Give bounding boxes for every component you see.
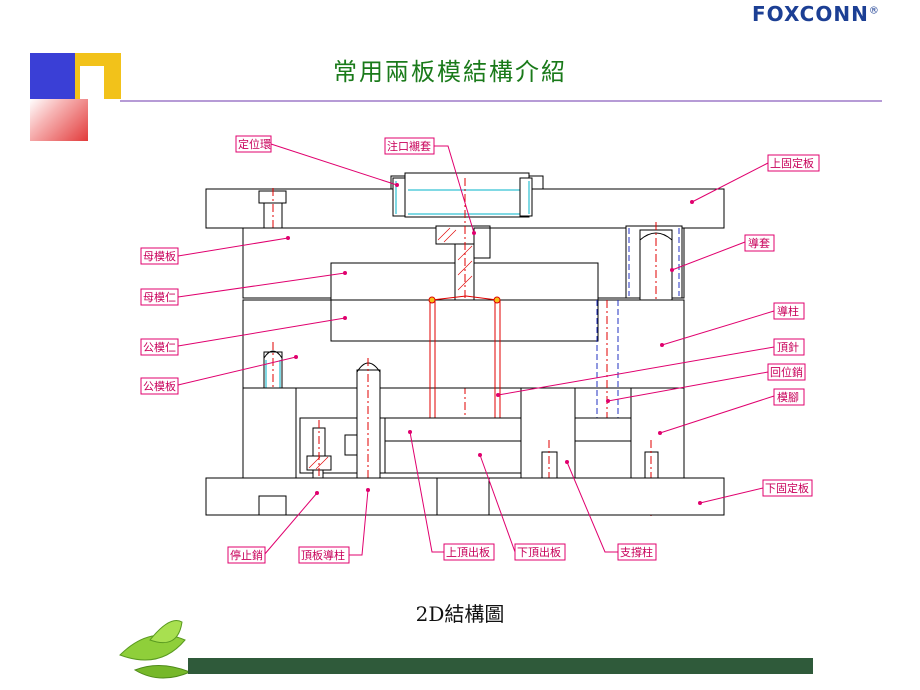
svg-text:上固定板: 上固定板 — [770, 156, 814, 170]
svg-text:下固定板: 下固定板 — [765, 481, 809, 495]
sprue-head-shape — [404, 172, 530, 218]
label-guide-pin: 導柱 — [773, 302, 805, 320]
svg-text:定位環: 定位環 — [238, 137, 271, 151]
svg-text:頂針: 頂針 — [777, 340, 799, 354]
label-ejector-guide-pin: 頂板導柱 — [298, 546, 350, 564]
label-guide-bushing: 導套 — [744, 234, 775, 252]
svg-text:上頂出板: 上頂出板 — [446, 545, 490, 559]
svg-text:母模板: 母模板 — [143, 249, 176, 263]
label-core-insert: 公模仁 — [140, 338, 179, 356]
label-ejector-pin: 頂針 — [773, 338, 805, 356]
spacer-left-shape — [242, 387, 297, 479]
page-title: 常用兩板模結構介紹 — [333, 58, 567, 86]
svg-text:停止銷: 停止銷 — [230, 548, 263, 562]
deco-blue-square — [30, 53, 75, 99]
label-ejector-plate: 下頂出板 — [514, 543, 566, 561]
label-return-pin: 回位銷 — [767, 363, 806, 381]
title-divider — [120, 100, 882, 102]
label-spacer-block: 模腳 — [773, 388, 805, 406]
svg-text:導柱: 導柱 — [777, 304, 799, 318]
svg-text:導套: 導套 — [748, 236, 770, 250]
label-cavity-plate: 母模板 — [140, 247, 179, 265]
svg-text:頂板導柱: 頂板導柱 — [301, 548, 345, 562]
ejector-retainer-plate-shape — [384, 417, 632, 442]
svg-text:回位銷: 回位銷 — [770, 365, 803, 379]
svg-text:注口襯套: 注口襯套 — [387, 139, 431, 153]
label-locating-ring: 定位環 — [235, 135, 272, 153]
ejector-plate-shape — [384, 440, 522, 474]
deco-white-square — [80, 66, 104, 100]
label-sprue-bushing: 注口襯套 — [384, 137, 435, 155]
diagram-caption: 2D結構圖 — [415, 602, 505, 626]
svg-text:公模板: 公模板 — [143, 379, 176, 393]
core-insert-shape — [330, 299, 599, 342]
svg-text:模腳: 模腳 — [777, 391, 799, 404]
label-top-clamp-plate: 上固定板 — [767, 154, 820, 172]
leaf-decoration-icon — [119, 620, 192, 679]
svg-text:下頂出板: 下頂出板 — [517, 545, 561, 559]
label-ejector-retainer-plate: 上頂出板 — [443, 543, 495, 561]
label-core-plate: 公模板 — [140, 377, 179, 395]
label-bottom-clamp-plate: 下固定板 — [762, 479, 813, 497]
label-stop-pin: 停止銷 — [227, 546, 266, 564]
svg-text:母模仁: 母模仁 — [143, 291, 176, 304]
label-support-pillar: 支撐柱 — [617, 543, 657, 561]
svg-text:公模仁: 公模仁 — [143, 341, 176, 354]
footer-texture-band — [188, 658, 813, 674]
deco-red-square — [30, 99, 88, 141]
svg-text:支撐柱: 支撐柱 — [620, 545, 653, 559]
label-cavity-insert: 母模仁 — [140, 288, 179, 306]
foxconn-logo: FOXCONN® — [752, 2, 880, 26]
